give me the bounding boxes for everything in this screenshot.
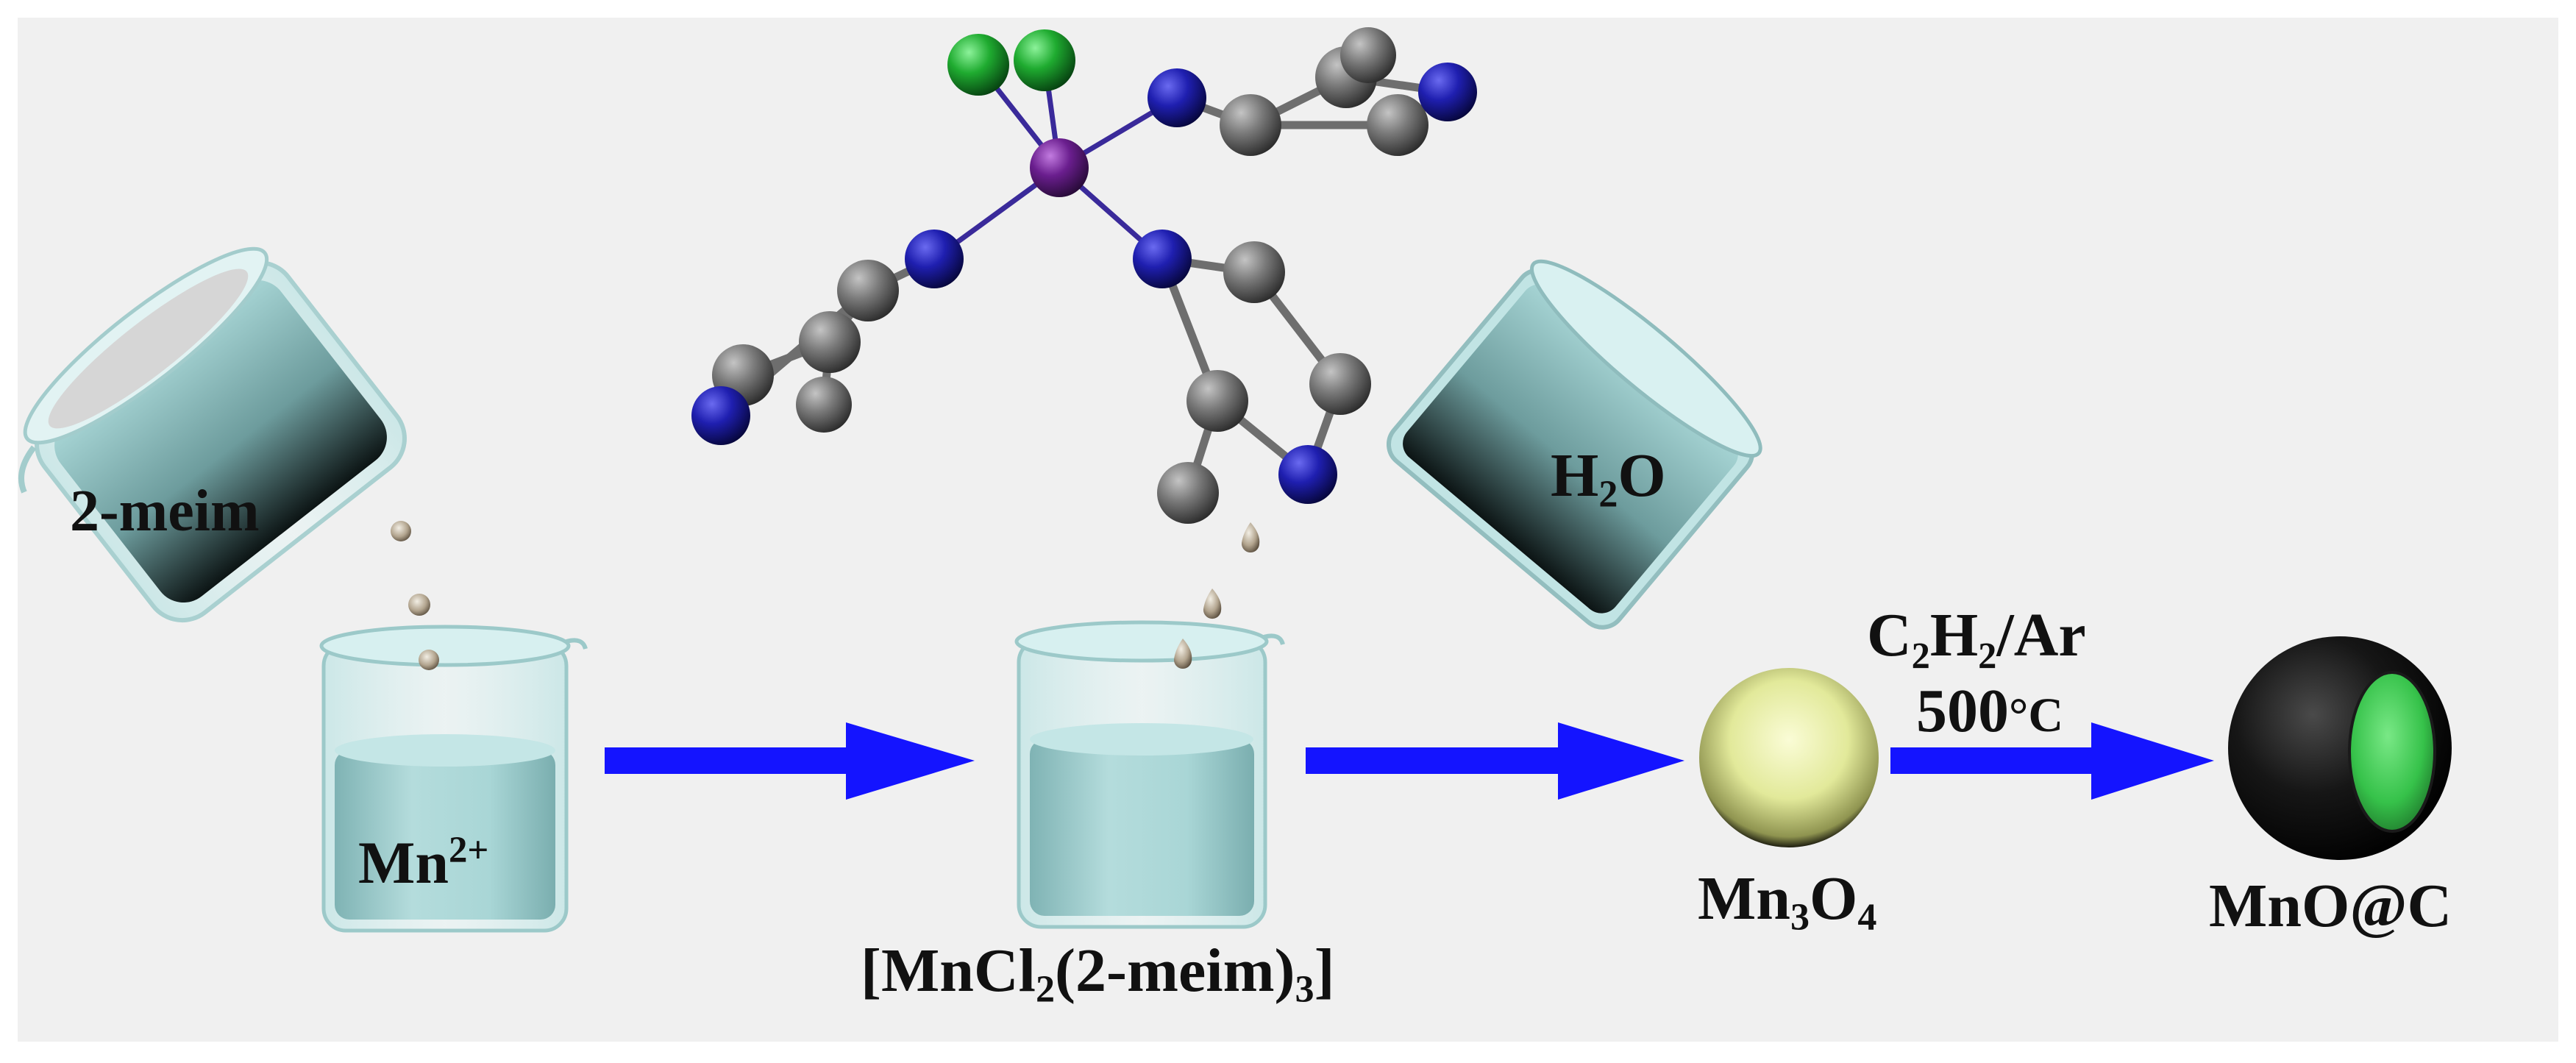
carbon-atom (799, 311, 861, 373)
mn3o4-p1: Mn (1698, 864, 1790, 933)
water-sub: 2 (1598, 473, 1618, 516)
carbon-atom (1367, 94, 1428, 156)
carbon-atom (1309, 353, 1371, 415)
carbon-atom (796, 377, 852, 433)
label-mn3o4: Mn3O4 (1698, 868, 1876, 937)
droplets (391, 521, 1260, 670)
mn-ion-base: Mn (358, 828, 449, 896)
arrow-3 (1890, 722, 2214, 800)
nitrogen-atom (905, 230, 964, 288)
chlorine-atom (947, 34, 1009, 96)
carbon-atom (837, 260, 899, 321)
mn3o4-s1: 3 (1790, 896, 1810, 939)
tilted-beaker-icon (18, 246, 407, 623)
complex-p2: (2-meim) (1055, 936, 1295, 1005)
nitrogen-atom (1278, 445, 1337, 504)
complex-s1: 2 (1035, 968, 1056, 1011)
label-product: MnO@C (2209, 872, 2452, 940)
label-mn-ion: Mn2+ (358, 831, 488, 893)
carbon-atom (1223, 241, 1285, 303)
carbon-atom (1186, 370, 1248, 432)
tilted-beaker-icon (1386, 259, 1762, 630)
nitrogen-atom (1133, 230, 1192, 288)
mn3o4-s2: 4 (1857, 896, 1877, 939)
temperature-value: 500 (1916, 677, 2009, 745)
complex-p1: [MnCl (861, 936, 1036, 1005)
arrow-2 (1306, 722, 1684, 800)
carbon-atom (1220, 94, 1281, 156)
label-temperature: 500°C (1916, 680, 2063, 742)
temperature-unit: °C (2009, 689, 2064, 742)
label-complex: [MnCl2(2-meim)3] (861, 940, 1335, 1009)
nitrogen-atom (1148, 68, 1206, 127)
sphere-icon (1699, 668, 1879, 847)
core-shell-particle-icon (2228, 636, 2452, 860)
label-gas: C₂H₂/Ar (1867, 601, 2086, 669)
ball-and-stick-molecule-icon (691, 27, 1477, 524)
carbon-atom (1340, 27, 1396, 83)
complex-s2: 3 (1295, 968, 1314, 1011)
nitrogen-atom (691, 386, 750, 445)
label-water: H2O (1551, 445, 1666, 514)
nitrogen-atom (1418, 63, 1477, 121)
arrow-1 (605, 722, 975, 800)
beaker-icon (319, 625, 588, 933)
water-part1: H (1551, 441, 1599, 510)
mn-ion-charge: 2+ (449, 829, 489, 870)
label-2-meim: 2-meim (70, 479, 260, 544)
beaker-icon (1014, 620, 1285, 929)
mn3o4-p2: O (1810, 864, 1858, 933)
complex-p3: ] (1314, 936, 1335, 1005)
water-part2: O (1618, 441, 1666, 510)
chlorine-atom (1014, 29, 1075, 91)
carbon-atom (1157, 462, 1219, 524)
manganese-atom (1030, 138, 1089, 197)
